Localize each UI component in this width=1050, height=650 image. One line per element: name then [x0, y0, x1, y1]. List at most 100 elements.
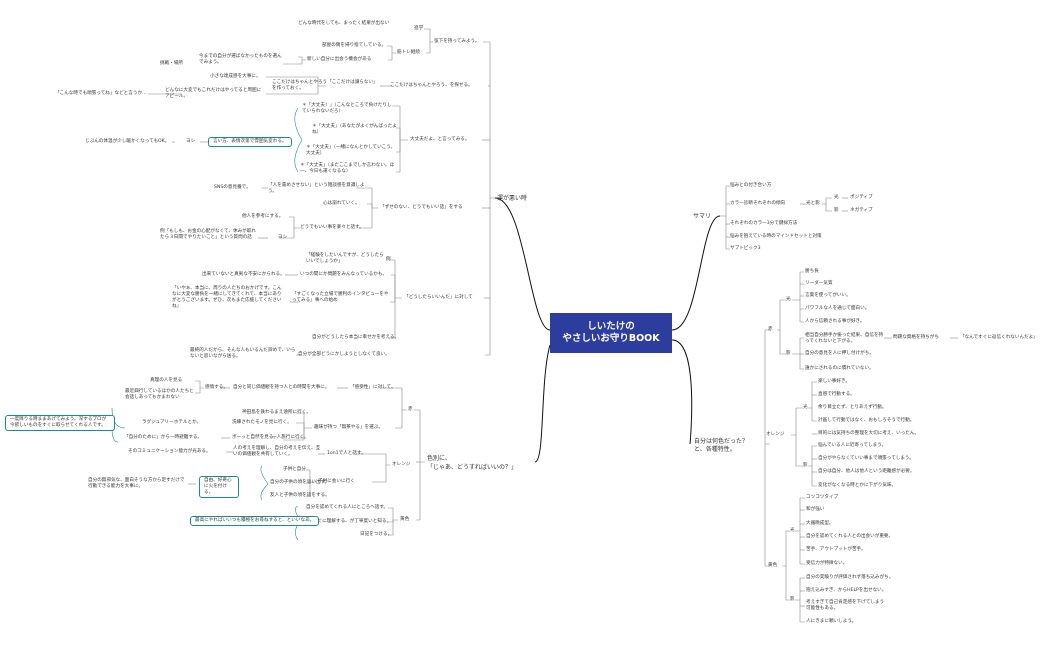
fortune-node[interactable]: 自分が全部どうにかしようとしなくて良い。 [298, 352, 390, 357]
self-orange-light[interactable]: 光 [803, 405, 808, 410]
self-yellow-light-item[interactable]: 自分を認めてくれる人との出会いが重要。 [806, 534, 894, 539]
self-orange-shadow-item[interactable]: 自分は自分、他人は他人という距離感が必要。 [818, 469, 915, 474]
self-orange-shadow-item[interactable]: 自分がやらなくていい事まで頑張ってしまう。 [818, 456, 914, 461]
fortune-node[interactable]: ＊「大丈夫」（あなたがよくがんばったよね） [312, 124, 397, 135]
self-yellow-light-item[interactable]: 大器晩成型。 [806, 521, 834, 526]
fortune-node[interactable]: 弦下を持ってみよう。 [434, 39, 480, 44]
fortune-node[interactable]: 新しい自分に出会う機会がある [307, 57, 372, 62]
fortune-node[interactable]: ＊「大丈夫」（またここまでしか言わない。ほ―、今日も運くなるな） [300, 163, 395, 174]
fortune-node[interactable]: 「人を責めさせない」という雑談感を意識しよう。 [268, 183, 365, 194]
fortune-node[interactable]: SNSの意見番で。 [214, 185, 251, 190]
fortune-node[interactable]: ヨシ [186, 139, 196, 144]
color-node[interactable]: 「感受性」に対して。 [350, 385, 396, 390]
fortune-node[interactable]: ここだけはちゃんとやろう「ここだけは譲らない」を作っておく。 [272, 80, 378, 91]
fortune-node[interactable]: どんなに大変でもこれだけはやってると周囲にアピール。 [165, 88, 262, 99]
self-yellow-shadow-item[interactable]: 自分の実験りが評価されず落ち込みがち。 [806, 575, 894, 580]
branch-color-line1[interactable]: 色別に、 [427, 455, 451, 462]
self-red-light-item[interactable]: 人から信頼される事が好き。 [805, 319, 865, 324]
fortune-node[interactable]: 「こんな時でも頑張ってね」などと言うか… [55, 91, 147, 96]
fortune-callout[interactable]: 言い方、表情次第で雰囲気変わる。 [208, 137, 292, 147]
self-yellow-light-item[interactable]: 苦手、アウトプットが苦手。 [806, 547, 866, 552]
color-node[interactable]: 最近興行しているほかの人たちと会話しあってもかまわない [125, 389, 194, 400]
fortune-node[interactable]: ＊「大丈夫」（一緒になんとかしていこう。大丈夫） [306, 145, 396, 156]
color-node[interactable]: 一人旅行に行く。 [272, 435, 309, 440]
color-node[interactable]: 子供と自分 [283, 467, 306, 472]
fortune-node[interactable]: 自分がどうしたら本当に幸せかを考える。 [312, 335, 400, 340]
self-red-light-item[interactable]: 言葉を使ってがいい。 [805, 293, 851, 298]
fortune-node[interactable]: 出来ていないと真剣な不安にかられる。 [202, 272, 285, 277]
self-orange[interactable]: オレンジ [766, 432, 785, 437]
color-node[interactable]: 友人と子供の頃を話をする。 [270, 493, 330, 498]
self-red-light[interactable]: 光 [786, 297, 791, 302]
summary-item[interactable]: 悩みを抱えている時のマインドセットと対策 [730, 234, 822, 239]
positive-node[interactable]: ポジティブ [850, 195, 873, 200]
color-node[interactable]: 人の考えを理解し、自分の考えを伝え、互いの価値観を共有していく。 [233, 446, 321, 457]
color-node[interactable]: 自分の無邪気な、面白そうな方から足すだけで行動できる能力を大事に。 [88, 478, 185, 489]
summary-item[interactable]: カラー診断それぞれの傾向 [730, 201, 786, 206]
color-node[interactable]: 子供に会いに行く [318, 479, 355, 484]
fortune-node[interactable]: 今までの自分が選ばなかったものを選んでみよう。 [199, 54, 282, 65]
color-node[interactable]: 神田島を鉄わるまえ遠所に行く。 [242, 410, 311, 415]
self-red-shadow-item[interactable]: 誰かにされるのに慣れていない。 [805, 366, 874, 371]
fortune-node[interactable]: 心は崩れていく。 [323, 201, 360, 206]
color-node[interactable]: 自分と同じ価値観を持つ人との時間を大事に。 [233, 385, 330, 390]
color-node[interactable]: すぐに理解する、が丁寧度いと知る。 [313, 519, 392, 524]
fortune-node[interactable]: 例「もしも、お金の心配がなくて、休みが取れたら３日間でやりたいこと」という質問の… [160, 229, 256, 240]
central-topic[interactable]: しいたけの やさしいお守りBOOK [550, 313, 672, 353]
fortune-node[interactable]: 筋トレ継続 [397, 50, 420, 55]
fortune-node[interactable]: どうでもいい事を楽々と話す。 [300, 225, 364, 230]
fortune-node[interactable]: 大丈夫だよ、と言ってみる。 [410, 137, 470, 142]
color-node[interactable]: ラグジュアリーホテルとか。 [142, 420, 202, 425]
summary-item[interactable]: 悩みとの付き合い方 [730, 183, 772, 188]
fortune-node[interactable]: 部屋の隅を掃り捨てしている。 [322, 43, 387, 48]
branch-fortune[interactable]: 運が悪い時 [497, 195, 528, 202]
fortune-node[interactable]: 「いやぁ、本当に、周りの人たちのおかげです。こんなに大変な勝負を一緒にしてきてく… [172, 286, 282, 309]
self-red-shadow-item[interactable]: 自分の意見を人に押し付けがち。 [805, 351, 874, 356]
self-red-shadow-quote[interactable]: 「なんですぐに返信くれないんだよ」 [960, 335, 1038, 340]
self-red-shadow-sub[interactable]: 問題な資格を持ちがち [893, 335, 939, 340]
self-red-light-item[interactable]: リーダー気質 [805, 281, 833, 286]
fortune-node[interactable]: 例 [386, 257, 391, 262]
self-red-light-item[interactable]: パワフルな人を通じて面白い。 [805, 306, 870, 311]
color-orange[interactable]: オレンジ [392, 462, 411, 467]
color-node[interactable]: 洗練されたモノを見に行く。 [232, 420, 292, 425]
self-yellow-light-item[interactable]: 受信力が特徴ない。 [806, 561, 848, 566]
self-orange-shadow-item[interactable]: 変化がなくなる時とかに下がり気味。 [818, 483, 897, 488]
summary-item[interactable]: サブトピック3 [730, 246, 761, 251]
shadow-node[interactable]: 影 [834, 208, 839, 213]
color-callout[interactable]: 自由、好奇心に火を付ける。 [199, 476, 239, 498]
branch-color-line2[interactable]: 「じゃあ、どうすればいいの？」 [427, 464, 518, 471]
self-yellow[interactable]: 黄色 [768, 563, 778, 568]
color-node[interactable]: そのコミュニケーション能力が光ある。 [128, 449, 211, 454]
self-red[interactable]: 赤 [768, 327, 773, 332]
fortune-node[interactable]: 「どうしたらいいんだ」に対して [404, 295, 473, 300]
light-node[interactable]: 光 [834, 195, 839, 200]
fortune-node[interactable]: 「すごくなった立場で勝利のインタビューをやってみる」事への始め [292, 292, 389, 303]
color-node[interactable]: ボーッと自然を見る。 [232, 435, 278, 440]
fortune-node[interactable]: 進学 [414, 26, 424, 31]
self-orange-light-item[interactable]: 計画して行動ではなく、おもしろそうで行動。 [818, 418, 915, 423]
self-orange-light-item[interactable]: 直感で行動する。 [818, 392, 855, 397]
fortune-node[interactable]: 最終的人だから、そんな人もいるんだ諦めで、いらないと思いながら送る。 [190, 348, 296, 359]
color-node[interactable]: 真理の人を見る [150, 378, 183, 383]
color-node[interactable]: 感情する。 [205, 385, 228, 390]
self-yellow-light-item[interactable]: 和が強い [806, 507, 825, 512]
branch-summary[interactable]: サマリ [693, 213, 712, 220]
fortune-node[interactable]: 「経験をしたいんですが、どうしたらいいでしょうか」 [306, 253, 384, 264]
fortune-node[interactable]: ＊「大丈夫！」（こんなところで負けたりしていられないだろ） [302, 103, 392, 114]
color-red[interactable]: 赤 [408, 407, 413, 412]
self-yellow-shadow-item[interactable]: 考えすぎて自己肯定感を下げてしまう可能性もある。 [806, 600, 885, 611]
fortune-node[interactable]: ヨシ [278, 235, 288, 240]
fortune-node[interactable]: いつの間にか問題をみんなっているかも。 [300, 272, 388, 277]
self-yellow-shadow[interactable]: 影 [790, 597, 795, 602]
color-node[interactable]: 1on1で人と話す。 [327, 451, 366, 456]
summary-item[interactable]: それぞれのカラー3分で鍵採方法 [730, 221, 798, 226]
branch-self-line2[interactable]: と、各種特性。 [694, 446, 736, 453]
color-node[interactable]: 「自分のために」から一時避難する。 [124, 435, 203, 440]
fortune-node[interactable]: 挑戦・場所 [160, 61, 183, 66]
self-red-shadow[interactable]: 影 [786, 351, 791, 356]
self-red-shadow-item[interactable]: 相当自分勝手か振った結果、自信を持ってくれないと下がる。 [805, 333, 884, 344]
color-callout[interactable]: 一度降りる時ままあげてみよう。深するプロが今欲しいものをすぐに取らせてくれる人で… [5, 415, 115, 431]
self-yellow-shadow-item[interactable]: 抱え込みすぎ、からHELPを出せない。 [806, 588, 887, 593]
color-callout[interactable]: 最高にやればいいつも積極をお尋ねすると、といいなあ。 [190, 516, 320, 526]
